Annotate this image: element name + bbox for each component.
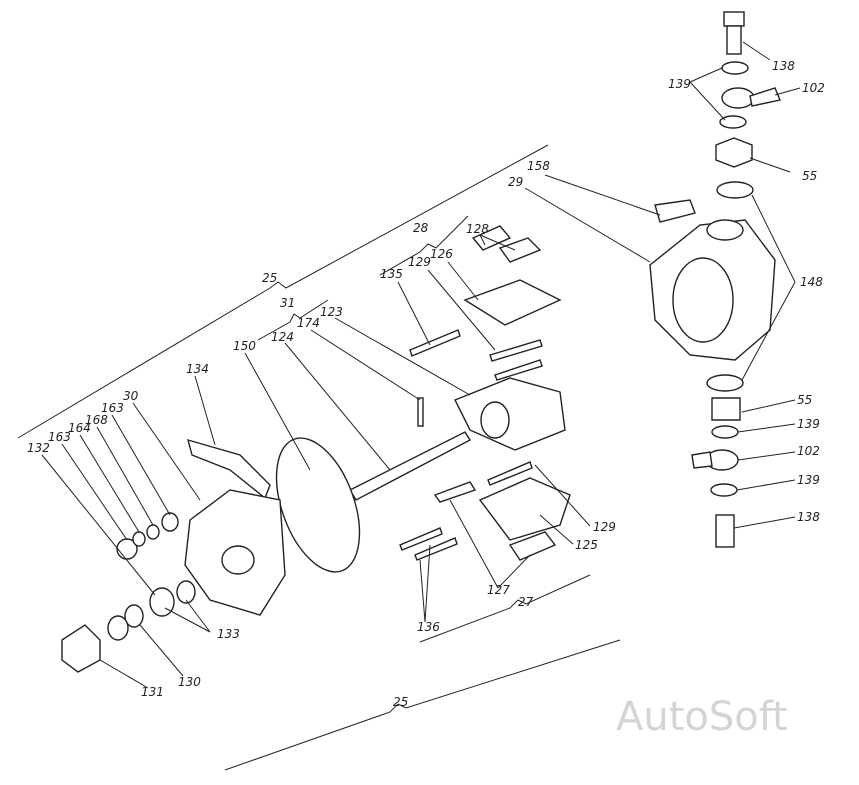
label-150: 150 [233,339,256,353]
label-29: 29 [508,175,523,189]
label-135: 135 [380,267,403,281]
label-124: 124 [271,330,294,344]
label-174: 174 [297,316,320,330]
label-138-b: 138 [797,510,820,524]
label-31: 31 [280,296,295,310]
label-148: 148 [800,275,823,289]
label-129: 129 [408,255,431,269]
label-28: 28 [413,221,429,235]
label-132: 132 [27,441,50,455]
label-163-b: 163 [48,430,71,444]
label-55: 55 [802,169,817,183]
label-27: 27 [518,595,534,609]
label-168: 168 [85,413,108,427]
label-139: 139 [668,77,691,91]
label-138: 138 [772,59,795,73]
label-125: 125 [575,538,598,552]
label-102: 102 [802,81,825,95]
label-30: 30 [123,389,139,403]
label-133: 133 [217,627,240,641]
label-102-b: 102 [797,444,820,458]
label-163: 163 [101,401,124,415]
label-25-top: 25 [262,271,277,285]
label-129-b: 129 [593,520,616,534]
label-126: 126 [430,247,453,261]
label-158: 158 [527,159,550,173]
label-136: 136 [417,620,440,634]
label-123: 123 [320,305,343,319]
middle-parts [184,225,571,616]
label-130: 130 [178,675,201,689]
label-139-b: 139 [797,417,820,431]
leader-lines [41,41,801,689]
label-25-bottom: 25 [393,695,408,709]
label-131: 131 [141,685,164,699]
label-128: 128 [466,222,489,236]
assembly-brackets [17,144,621,771]
watermark: AutoSoft [616,694,788,740]
label-139-c: 139 [797,473,820,487]
label-134: 134 [186,362,209,376]
label-55-b: 55 [797,393,812,407]
part-labels: 138 139 102 55 158 29 148 28 128 126 129… [27,59,825,709]
label-164: 164 [68,421,91,435]
left-parts [61,512,196,673]
housing-parts [649,11,781,548]
label-127: 127 [487,583,510,597]
